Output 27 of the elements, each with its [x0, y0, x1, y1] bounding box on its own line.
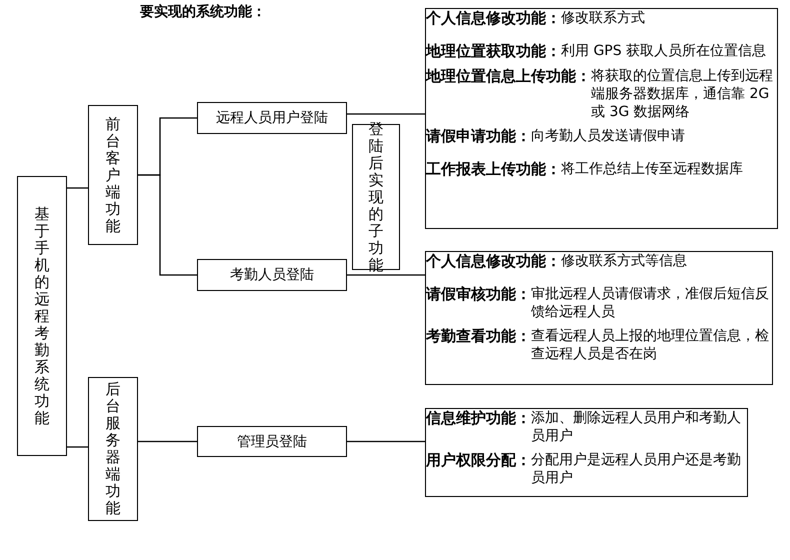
description-box [425, 408, 748, 497]
label-box: 后台服务器端功能 [88, 377, 138, 521]
function-description: 信息维护功能：添加、删除远程人员用户和考勤人员用户 [426, 409, 742, 445]
label-box: 基于手机的远程考勤系统功能 [17, 176, 67, 456]
function-description: 用户权限分配：分配用户是远程人员用户还是考勤员用户 [426, 451, 742, 487]
function-description: 个人信息修改功能：修改联系方式 [426, 9, 646, 28]
function-description: 工作报表上传功能：将工作总结上传至远程数据库 [426, 160, 744, 179]
login-box: 管理员登陆 [197, 426, 347, 457]
login-box: 远程人员用户登陆 [197, 102, 347, 134]
connector-line [138, 440, 197, 442]
function-description: 请假审核功能：审批远程人员请假请求，准假后短信反馈给远程人员 [426, 285, 770, 321]
function-description: 考勤查看功能：查看远程人员上报的地理位置信息，检查远程人员是否在岗 [426, 327, 770, 363]
heading: 要实现的系统功能： [140, 3, 266, 21]
function-description: 个人信息修改功能：修改联系方式等信息 [426, 252, 688, 271]
connector-line [347, 113, 425, 115]
description-box [425, 251, 773, 385]
function-description: 地理位置信息上传功能：将获取的位置信息上传到远程端服务器数据库，通信靠 2G 或 3G 数据网络 [426, 67, 774, 121]
description-box [425, 8, 778, 229]
connector-line [67, 446, 88, 448]
label-box: 前台客户端功能 [88, 105, 138, 245]
login-box: 考勤人员登陆 [197, 259, 347, 291]
connector-line [347, 274, 425, 276]
connector-line [347, 440, 425, 442]
function-description: 地理位置获取功能：利用 GPS 获取人员所在位置信息 [426, 42, 768, 61]
function-description: 请假申请功能：向考勤人员发送请假申请 [426, 127, 686, 146]
connector-line [138, 174, 197, 276]
connector-line [67, 187, 88, 189]
